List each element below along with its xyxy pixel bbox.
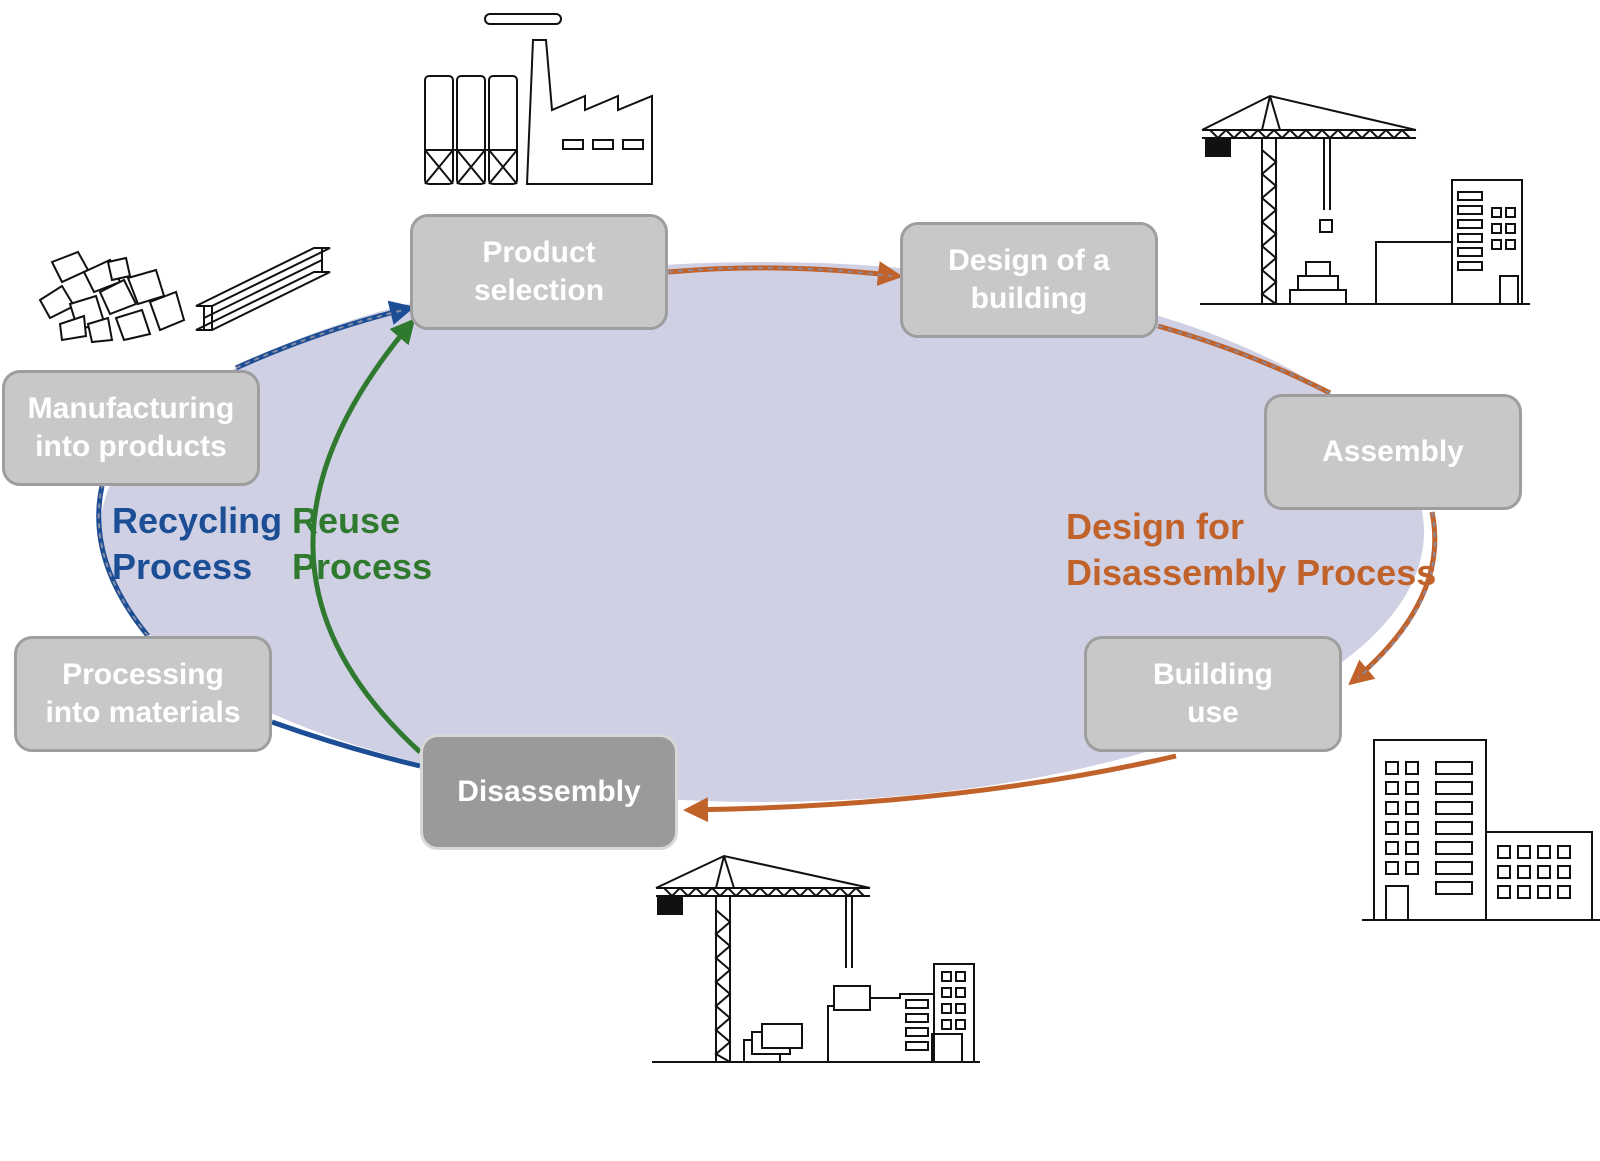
dfd-arrow-use-to-disassembly [683, 753, 1177, 823]
product-selection-box: Product selection [410, 214, 668, 330]
design-of-building-line-1: Design of a [948, 244, 1110, 277]
design-of-building-line-2: building [970, 282, 1088, 315]
dfd-dash-assembly-to-use [1357, 511, 1436, 679]
recycling-dash-manufacturing-to-selection [235, 309, 405, 369]
processing-line-2: into materials [45, 696, 241, 729]
building-use-line-1: Building [1153, 658, 1273, 691]
design-for-disassembly-process-label: Design for Disassembly Process [1066, 504, 1436, 596]
steel-beam-icon [195, 247, 331, 331]
manufacturing-line-2: into products [35, 430, 227, 463]
recycling-dash-processing-to-manufacturing [97, 485, 149, 637]
building-use-box: Building use [1084, 636, 1342, 752]
reuse-arc-disassembly-to-selection [310, 318, 422, 754]
rubble-icon [38, 250, 186, 344]
factory-icon [424, 13, 653, 185]
design-of-building-box: Design of a building [900, 222, 1158, 338]
product-selection-line-2: selection [473, 274, 605, 307]
manufacturing-into-products-box: Manufacturing into products [2, 370, 260, 486]
recycling-label-line-2: Process [112, 546, 253, 587]
assembly-line-1: Assembly [1322, 435, 1464, 468]
reuse-label-line-1: Reuse [292, 500, 401, 541]
building-use-line-2: use [1187, 696, 1239, 729]
dfd-label-line-1: Design for [1066, 506, 1245, 547]
recycling-arc-disassembly-to-processing [271, 719, 421, 769]
crane-demolition-icon [652, 854, 980, 1063]
dfd-dash-selection-to-design [667, 266, 893, 277]
reuse-label-line-2: Process [292, 546, 433, 587]
recycling-label-line-1: Recycling [112, 500, 283, 541]
processing-into-materials-box: Processing into materials [14, 636, 272, 752]
assembly-box: Assembly [1264, 394, 1522, 510]
building-icon [1362, 739, 1600, 921]
disassembly-line-1: Disassembly [457, 775, 641, 808]
dfd-label-line-2: Disassembly Process [1066, 552, 1437, 593]
recycling-process-label: Recycling Process [112, 498, 282, 590]
reuse-process-label: Reuse Process [292, 498, 432, 590]
product-selection-line-1: Product [482, 236, 596, 269]
dfd-dash-design-to-assembly [1157, 325, 1331, 394]
manufacturing-line-1: Manufacturing [27, 392, 235, 425]
processing-line-1: Processing [62, 658, 224, 691]
disassembly-box: Disassembly [420, 734, 678, 850]
crane-building-icon [1200, 94, 1530, 305]
